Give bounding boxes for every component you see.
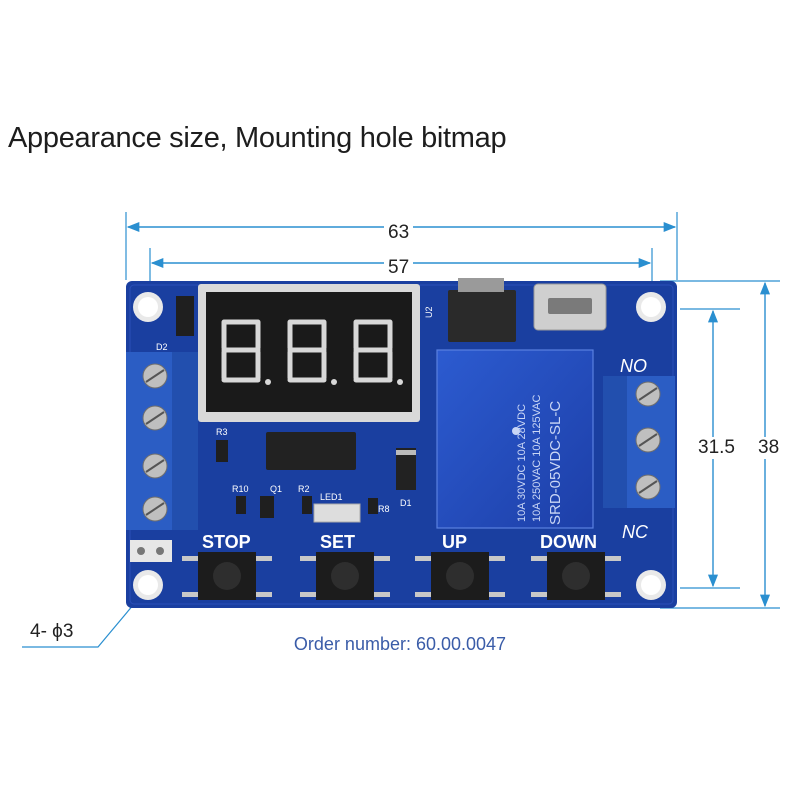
- seven-segment-display: [198, 284, 420, 422]
- optocoupler: [266, 432, 356, 470]
- svg-text:R8: R8: [378, 504, 390, 514]
- svg-text:R2: R2: [298, 484, 310, 494]
- label-stop: STOP: [202, 532, 251, 552]
- svg-text:Q1: Q1: [270, 484, 282, 494]
- tact-buttons: [182, 552, 621, 600]
- label-no: NO: [620, 356, 647, 376]
- label-up: UP: [442, 532, 467, 552]
- svg-text:10A 30VDC 10A 28VDC: 10A 30VDC 10A 28VDC: [516, 404, 528, 522]
- left-terminal-block: [126, 352, 198, 530]
- order-number: Order number: 60.00.0047: [293, 634, 507, 654]
- dim-label-57: 57: [384, 257, 414, 279]
- dim-label-38: 38: [754, 437, 784, 459]
- dim-label-63: 63: [384, 222, 414, 244]
- svg-text:10A 250VAC 10A 125VAC: 10A 250VAC 10A 125VAC: [531, 395, 543, 522]
- mounting-holes: [133, 292, 666, 600]
- page-title: Appearance size, Mounting hole bitmap: [8, 122, 507, 154]
- label-nc: NC: [622, 522, 649, 542]
- extension-lines: [125, 212, 780, 609]
- right-terminal-block: [603, 376, 675, 508]
- svg-text:D1: D1: [400, 498, 412, 508]
- svg-text:D2: D2: [156, 342, 168, 352]
- relay: SRD-05VDC-SL-C 10A 250VAC 10A 125VAC 10A…: [436, 349, 594, 529]
- svg-text:U2: U2: [424, 306, 434, 318]
- svg-text:R3: R3: [216, 427, 228, 437]
- svg-text:R10: R10: [232, 484, 249, 494]
- voltage-regulator: [448, 290, 516, 342]
- svg-text:LED1: LED1: [320, 492, 343, 502]
- hole-callout-leader: [22, 591, 145, 648]
- label-set: SET: [320, 532, 355, 552]
- dim-label-31-5: 31.5: [694, 437, 739, 459]
- label-down: DOWN: [540, 532, 597, 552]
- hole-callout-label: 4- ϕ3: [26, 621, 78, 643]
- svg-text:SRD-05VDC-SL-C: SRD-05VDC-SL-C: [547, 401, 564, 525]
- diode-d1: [396, 448, 416, 490]
